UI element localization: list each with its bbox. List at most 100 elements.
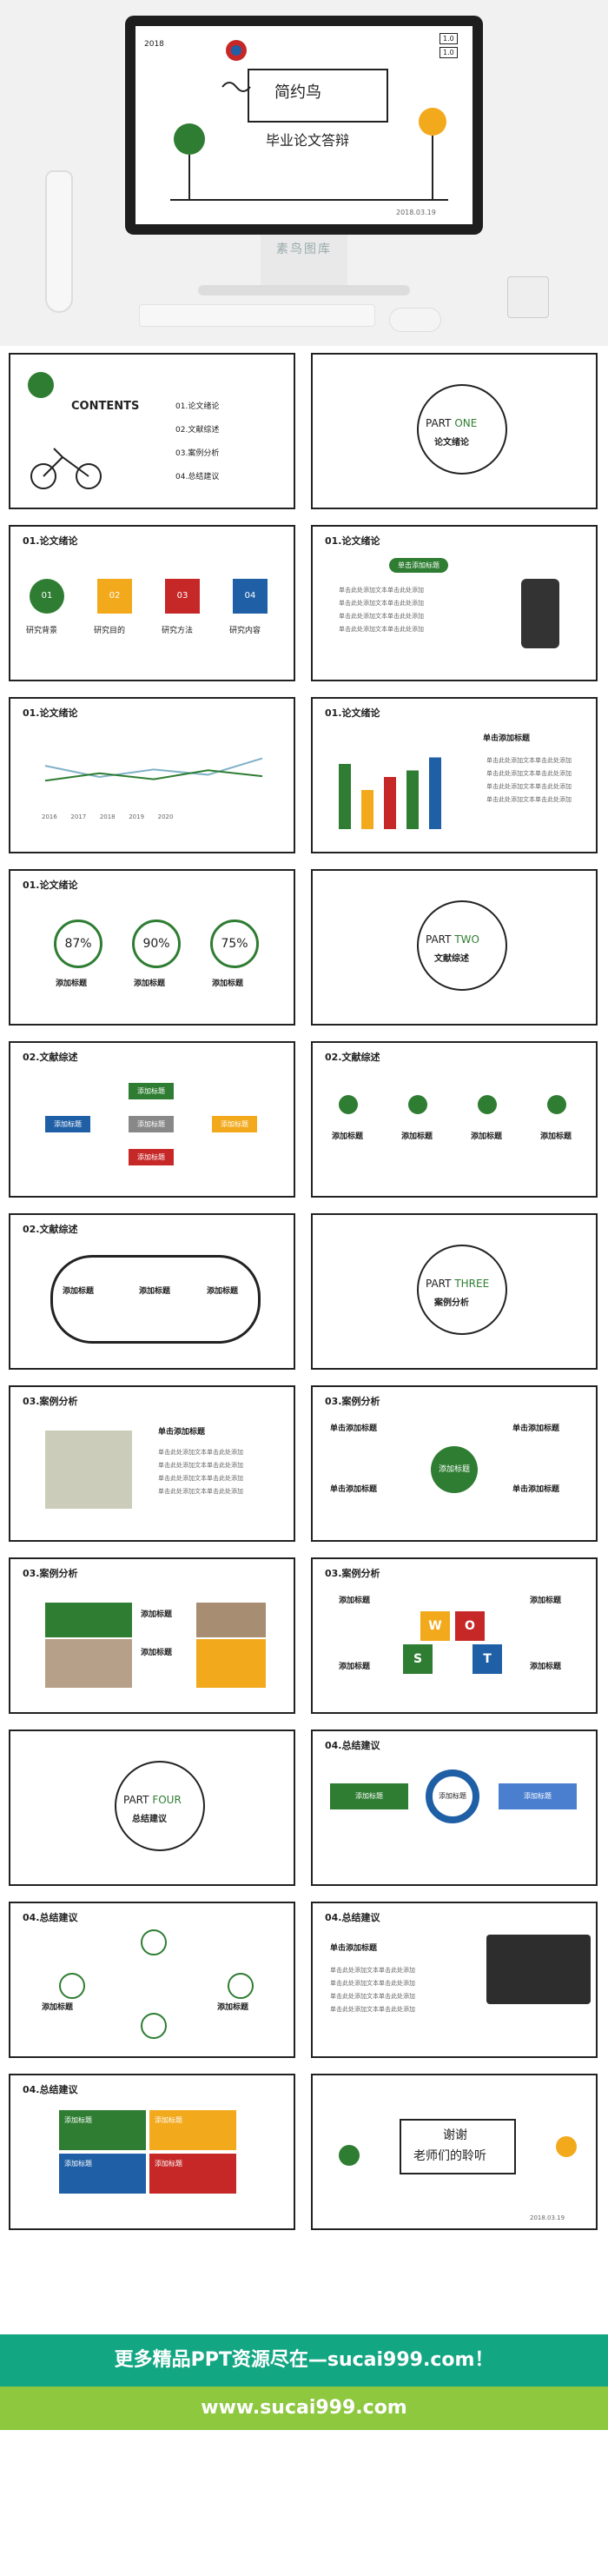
contents-item-1[interactable]: 01.论文绪论: [175, 402, 220, 411]
tree-icon: [556, 2136, 577, 2157]
add-title: 添加标题: [339, 1597, 371, 1605]
mail-icon: [408, 1095, 427, 1114]
graduation-icon: [547, 1095, 566, 1114]
thanks-frame: [400, 2119, 516, 2174]
cover-badge-top: 1.0: [439, 33, 458, 44]
flow-box-bottom: 添加标题: [129, 1149, 174, 1165]
add-title: 添加标题: [339, 1663, 371, 1671]
slide-s03-swot: 03.案例分析 W O S T 添加标题 添加标题 添加标题 添加标题: [311, 1557, 598, 1714]
flow-box-center: 添加标题: [129, 1116, 174, 1132]
add-title: 添加标题: [212, 979, 244, 988]
section-header: 04.总结建议: [23, 2084, 78, 2095]
part-circle: [417, 384, 507, 475]
blue-arrow: 添加标题: [499, 1783, 577, 1809]
bar-5: [429, 757, 441, 829]
contents-item-2[interactable]: 02.文献综述: [175, 426, 220, 435]
footer-url[interactable]: www.sucai999.com: [0, 2387, 608, 2430]
slide-s01-bar: 01.论文绪论 单击添加标题 单击此处添加文本单击此处添加 单击此处添加文本单击…: [311, 697, 598, 853]
add-title: 添加标题: [207, 1287, 239, 1296]
center-ring: 添加标题: [426, 1769, 479, 1823]
paper-photo: [45, 1431, 132, 1509]
card-num-2: 02: [97, 579, 132, 614]
add-title: 添加标题: [530, 1663, 562, 1671]
swot-o: O: [455, 1611, 485, 1641]
vase-image: [45, 170, 73, 313]
add-title: 添加标题: [540, 1132, 572, 1141]
slide-s04-cycle: 04.总结建议 添加标题 添加标题: [9, 1902, 295, 2058]
desk-photo: [196, 1603, 266, 1637]
center-title-circle: 添加标题: [431, 1446, 478, 1493]
add-title: 添加标题: [217, 2003, 249, 2012]
monitor-image: [486, 1935, 591, 2004]
add-title: 添加标题: [530, 1597, 562, 1605]
section-header: 04.总结建议: [325, 1740, 380, 1751]
add-title: 添加标题: [332, 1132, 364, 1141]
green-arrow: 添加标题: [330, 1783, 408, 1809]
monitor-stand: [261, 235, 347, 285]
cover-illustration: [170, 40, 448, 201]
footer-banner[interactable]: 更多精品PPT资源尽在—sucai999.com！: [0, 2334, 608, 2387]
add-title: 添加标题: [141, 1610, 173, 1619]
pencil-icon: [228, 1973, 254, 1999]
section-header: 01.论文绪论: [23, 707, 78, 719]
contents-item-4[interactable]: 04.总结建议: [175, 473, 220, 481]
section-header: 02.文献综述: [325, 1052, 380, 1063]
part-circle: [417, 1245, 507, 1335]
add-title: 添加标题: [56, 979, 88, 988]
block-red: 添加标题: [149, 2154, 236, 2194]
add-title: 添加标题: [401, 1132, 433, 1141]
slide-part-two: PART TWO 文献综述: [311, 869, 598, 1026]
bar-chart: [339, 757, 441, 829]
cover-title: 简约鸟: [274, 83, 321, 102]
percent-ring-2: 90%: [132, 920, 181, 968]
bicycle-icon: [30, 448, 102, 489]
flow-box-top: 添加标题: [129, 1083, 174, 1099]
contents-heading: CONTENTS: [71, 400, 140, 413]
add-title: 单击添加标题: [512, 1485, 560, 1494]
block-green: 添加标题: [59, 2110, 146, 2150]
slide-s04-laptop: 04.总结建议 单击添加标题 单击此处添加文本单击此处添加 单击此处添加文本单击…: [311, 1902, 598, 2058]
green-dot-icon: [28, 372, 54, 398]
part-circle: [417, 900, 507, 991]
bullet-list: 单击此处添加文本单击此处添加 单击此处添加文本单击此处添加 单击此处添加文本单击…: [486, 757, 572, 803]
keyboard-image: [139, 304, 375, 327]
brand-watermark: 素鸟图库: [276, 242, 332, 256]
part-label: PART TWO: [426, 933, 479, 946]
slide-s03-photo: 03.案例分析 单击添加标题 单击此处添加文本单击此处添加 单击此处添加文本单击…: [9, 1385, 295, 1542]
single-title: 单击添加标题: [330, 1944, 378, 1953]
part-title: 总结建议: [132, 1815, 167, 1824]
section-header: 03.案例分析: [23, 1568, 78, 1579]
section-header: 02.文献综述: [23, 1224, 78, 1235]
part-label: PART THREE: [426, 1278, 490, 1290]
line-x-labels: 2016 2017 2018 2019 2020: [42, 813, 174, 820]
flow-box-right: 添加标题: [212, 1116, 257, 1132]
section-header: 01.论文绪论: [325, 535, 380, 547]
slide-part-one: PART ONE 论文绪论: [311, 353, 598, 509]
bulb-icon: [478, 1095, 497, 1114]
slide-s04-swot-blocks: 04.总结建议 添加标题 添加标题 添加标题 添加标题: [9, 2074, 295, 2230]
card-num-1: 01: [30, 579, 64, 614]
thanks-date: 2018.03.19: [530, 2214, 565, 2221]
add-title: 单击添加标题: [330, 1424, 378, 1433]
section-header: 03.案例分析: [325, 1396, 380, 1407]
part-label: PART FOUR: [123, 1794, 182, 1806]
bullet-list: 单击此处添加文本单击此处添加 单击此处添加文本单击此处添加 单击此处添加文本单击…: [339, 587, 424, 633]
add-title: 添加标题: [134, 979, 166, 988]
block-yellow: 添加标题: [149, 2110, 236, 2150]
cover-subtitle: 毕业论文答辩: [266, 132, 350, 149]
section-header: 03.案例分析: [23, 1396, 78, 1407]
section-header: 04.总结建议: [325, 1912, 380, 1923]
card-num-4: 04: [233, 579, 268, 614]
contents-item-3[interactable]: 03.案例分析: [175, 449, 220, 458]
thanks-line2: 老师们的聆听: [413, 2149, 486, 2163]
thumb-icon: [59, 1973, 85, 1999]
contents-list: 01.论文绪论 02.文献综述 03.案例分析 04.总结建议: [175, 400, 219, 481]
slide-s01-line: 01.论文绪论 2016 2017 2018 2019 2020: [9, 697, 295, 853]
mouse-image: [389, 308, 441, 332]
line-series-2: [44, 769, 263, 782]
card-label-4: 研究内容: [229, 627, 261, 635]
single-title: 单击添加标题: [483, 734, 531, 743]
office-photo: [45, 1639, 132, 1688]
bullet-list: 单击此处添加文本单击此处添加 单击此处添加文本单击此处添加 单击此处添加文本单击…: [330, 1967, 415, 2013]
slide-s01-percent: 01.论文绪论 87% 90% 75% 添加标题 添加标题 添加标题: [9, 869, 295, 1026]
